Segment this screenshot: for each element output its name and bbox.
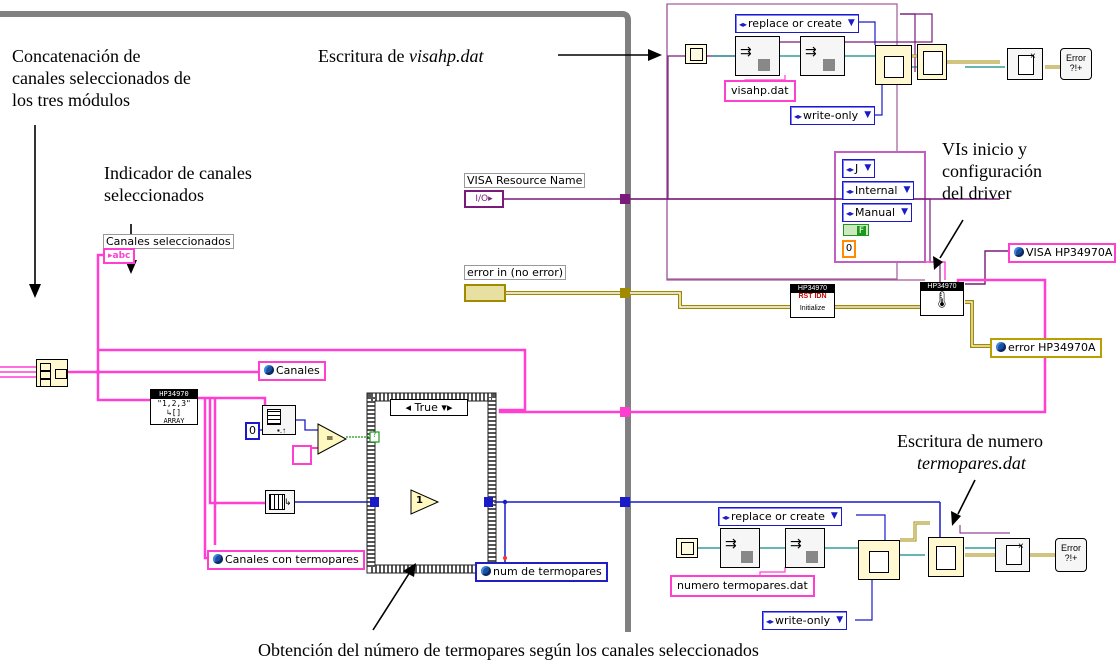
replace-or-create-ring-bottom[interactable]: ◂▸replace or create▼ bbox=[718, 507, 842, 526]
build-path-icon[interactable]: ▪.↑ bbox=[262, 405, 296, 435]
canales-con-termopares-indicator[interactable]: Canales con termopares bbox=[207, 550, 365, 570]
array-size-icon[interactable]: ↳ bbox=[265, 490, 295, 514]
close-file-icon-bottom[interactable]: × bbox=[995, 538, 1030, 572]
open-file-icon-bottom[interactable] bbox=[858, 540, 900, 580]
build-path-icon-bottom-2[interactable]: ⇉ bbox=[785, 528, 825, 568]
visahp-dat-string[interactable]: visahp.dat bbox=[724, 80, 796, 102]
annotation-escritura-numero: Escritura de numero termopares.dat bbox=[897, 431, 1043, 473]
replace-or-create-ring-top[interactable]: ◂▸replace or create▼ bbox=[735, 14, 859, 33]
cjc-value-constant[interactable]: 0 bbox=[842, 240, 856, 258]
reference-ring[interactable]: ◂▸Internal▼ bbox=[842, 181, 915, 200]
num-de-termopares-indicator[interactable]: num de termopares bbox=[475, 562, 608, 582]
write-only-ring-bottom[interactable]: ◂▸write-only▼ bbox=[762, 611, 848, 630]
annotation-vis-inicio: VIs inicio y configuración del driver bbox=[942, 139, 1042, 203]
annotation-obtencion: Obtención del número de termopares según… bbox=[258, 640, 759, 660]
case-structure-frame bbox=[367, 393, 496, 573]
error-handler-icon-top[interactable]: Error?!+ bbox=[1060, 48, 1092, 80]
case-selector[interactable]: ◂ True ▾▸ bbox=[390, 399, 468, 416]
canales-seleccionados-label: Canales seleccionados bbox=[103, 234, 234, 249]
file-dialog-icon-bottom[interactable] bbox=[676, 538, 698, 558]
config-icon[interactable]: HP34970 🌡 bbox=[920, 282, 964, 316]
canales-seleccionados-indicator[interactable]: ▸abc bbox=[103, 248, 136, 264]
trigger-ring[interactable]: ◂▸Manual▼ bbox=[842, 203, 913, 222]
build-path-icon-top-1[interactable]: ⇉ bbox=[735, 36, 780, 76]
annotation-escritura-visahp: Escritura de visahp.dat bbox=[318, 46, 484, 66]
constant-zero[interactable]: 0 bbox=[245, 422, 260, 440]
initialize-icon[interactable]: HP34970 RST IDN Initialize bbox=[790, 284, 835, 318]
canales-indicator[interactable]: Canales bbox=[258, 361, 326, 381]
concatenate-icon[interactable] bbox=[36, 359, 68, 387]
error-hp-indicator[interactable]: error HP34970A bbox=[990, 338, 1102, 358]
sequence-frame-border bbox=[0, 11, 631, 632]
visa-resource-name-label: VISA Resource Name bbox=[464, 173, 586, 188]
empty-string-constant[interactable] bbox=[292, 445, 312, 465]
write-only-ring-top[interactable]: ◂▸write-only▼ bbox=[790, 106, 876, 125]
build-path-icon-bottom-1[interactable]: ⇉ bbox=[720, 528, 760, 568]
visa-resource-control[interactable]: I/O▸ bbox=[464, 190, 504, 208]
annotation-concatenacion: Concatenación de canales seleccionados d… bbox=[12, 46, 191, 110]
array-subset-icon[interactable]: HP34970 "1,2,3" ↳[] ARRAY bbox=[150, 389, 198, 425]
error-handler-icon-bottom[interactable]: Error?!+ bbox=[1055, 538, 1087, 572]
close-file-icon-top[interactable]: × bbox=[1007, 48, 1043, 80]
equal-operator: = bbox=[326, 434, 334, 444]
visa-out-wire bbox=[965, 250, 1010, 285]
annotation-indicador: Indicador de canales seleccionados bbox=[104, 163, 252, 205]
thermocouple-type-ring[interactable]: ◂▸J▼ bbox=[842, 159, 876, 178]
write-file-icon-top[interactable] bbox=[917, 44, 947, 80]
numero-termopares-dat-string[interactable]: numero termopares.dat bbox=[670, 575, 815, 597]
error-in-label: error in (no error) bbox=[464, 265, 567, 280]
constant-one: 1 bbox=[416, 495, 423, 506]
visa-hp-indicator[interactable]: VISA HP34970A bbox=[1008, 243, 1117, 263]
build-path-icon-top-2[interactable]: ⇉ bbox=[800, 36, 845, 76]
boolean-constant[interactable]: F bbox=[843, 224, 869, 236]
write-file-icon-bottom[interactable] bbox=[928, 537, 964, 577]
open-file-icon-top[interactable] bbox=[875, 45, 912, 85]
question-terminal: ? bbox=[372, 430, 377, 439]
error-in-control[interactable] bbox=[464, 284, 506, 302]
file-dialog-icon[interactable] bbox=[685, 44, 707, 64]
